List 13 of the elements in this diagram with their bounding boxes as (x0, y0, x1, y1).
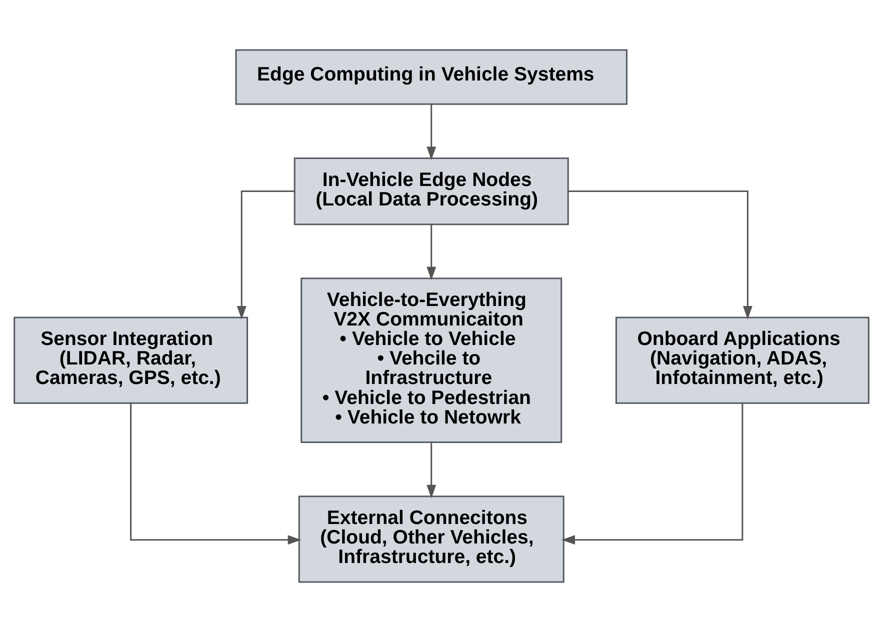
node-box: Edge Computing in Vehicle Systems (235, 49, 628, 105)
arrow (426, 104, 436, 160)
node-box: In-Vehicle Edge Nodes (Local Data Processing) (294, 157, 569, 226)
arrow (561, 403, 744, 545)
node-box: External Connecitons (Cloud, Other Vehicles, Infrastructure, etc.) (298, 496, 564, 583)
arrow (426, 442, 436, 498)
arrow (236, 190, 294, 320)
node-box: Sensor Integration (LIDAR, Radar, Cameras, GPS, etc.) (14, 316, 248, 404)
node-box: Vehicle-to-Everything V2X Communicaiton • Vehicle to Vehicle • Vehcile to Infrastructure • Vehicle to Pedestrian • Vehicle to Netowrk (300, 278, 562, 443)
node-box: Onboard Applications (Navigation, ADAS, Infotainment, etc.) (615, 316, 870, 404)
arrow (426, 224, 436, 280)
arrow (130, 403, 302, 545)
arrow (568, 190, 752, 320)
